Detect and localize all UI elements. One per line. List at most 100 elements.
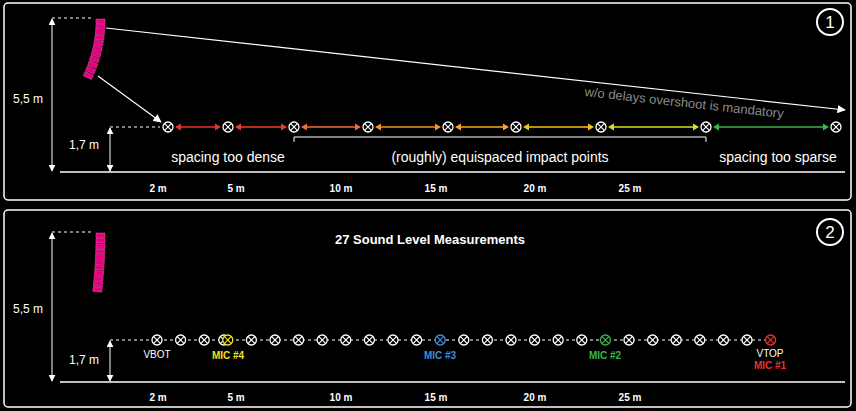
- note: w/o delays overshoot is mandatory: [584, 85, 785, 121]
- spacing-arrow: [235, 124, 287, 131]
- measure-point: [459, 335, 469, 345]
- speaker-box: [94, 271, 103, 276]
- speaker-box: [95, 260, 104, 265]
- axis-label: 15 m: [425, 392, 448, 403]
- dimension-label: 5,5 m: [13, 93, 43, 106]
- measure-point: [577, 335, 587, 345]
- measure-point: [671, 335, 681, 345]
- panel-frame: [4, 3, 851, 200]
- speaker-box: [93, 287, 102, 293]
- measure-point: [363, 122, 373, 132]
- measure-point: [742, 335, 752, 345]
- axis-label: 2 m: [149, 183, 166, 194]
- speaker-box: [96, 244, 105, 249]
- speaker-box: [96, 19, 105, 24]
- measure-point: [294, 335, 304, 345]
- speaker-box: [95, 29, 104, 34]
- measure-point: [388, 335, 398, 345]
- callout-number: 2: [825, 224, 834, 241]
- measure-point: [176, 335, 186, 345]
- spacing-arrow: [375, 124, 441, 131]
- speaker-box: [95, 35, 105, 41]
- speaker-box: [96, 233, 105, 238]
- measure-point: [718, 335, 728, 345]
- speaker-box: [94, 40, 104, 46]
- dimension-line: [110, 341, 111, 381]
- dimension-line: [52, 19, 53, 171]
- mic-label: MIC #1: [754, 360, 786, 371]
- measure-point: [600, 335, 610, 345]
- measure-point: [163, 122, 173, 132]
- panel-title: 27 Sound Level Measurements: [335, 233, 525, 247]
- note: spacing too sparse: [719, 150, 837, 165]
- spacing-arrow: [713, 124, 829, 131]
- measure-point: [511, 122, 521, 132]
- measure-point: [435, 335, 445, 345]
- spacing-arrow: [175, 124, 221, 131]
- measure-point: [530, 335, 540, 345]
- point-label: VTOP: [756, 348, 783, 359]
- bracket: [294, 137, 706, 142]
- dimension-label: 5,5 m: [13, 303, 43, 316]
- speaker-box: [93, 281, 102, 286]
- ground-line: [60, 171, 845, 173]
- mic-label: MIC #4: [212, 350, 244, 361]
- dimension-label: 1,7 m: [69, 354, 99, 367]
- dimension-line: [110, 128, 111, 171]
- axis-label: 2 m: [149, 392, 166, 403]
- mic-label: MIC #3: [424, 350, 456, 361]
- spacing-arrow: [455, 124, 509, 131]
- measure-point: [246, 335, 256, 345]
- measure-point: [270, 335, 280, 345]
- panel-number: 2: [816, 218, 844, 246]
- measure-point: [443, 122, 453, 132]
- speaker-box: [94, 276, 103, 281]
- speaker-box: [96, 238, 105, 243]
- spacing-arrow: [301, 124, 361, 131]
- speaker-box: [95, 265, 104, 270]
- measure-point: [553, 335, 563, 345]
- axis-label: 20 m: [524, 392, 547, 403]
- measure-point: [199, 335, 209, 345]
- spacing-arrow: [608, 124, 699, 131]
- measure-point: [695, 335, 705, 345]
- measure-point: [289, 122, 299, 132]
- speaker-box: [95, 254, 104, 259]
- measure-point: [223, 122, 233, 132]
- dashed-guide: [110, 127, 160, 128]
- overshoot-ray: [106, 28, 845, 110]
- axis-label: 10 m: [330, 183, 353, 194]
- measure-point: [223, 335, 233, 345]
- mic-label: MIC #2: [589, 350, 621, 361]
- panel-number: 1: [816, 8, 844, 36]
- dashed-guide: [52, 232, 92, 233]
- speaker-box: [83, 71, 93, 79]
- dimension-label: 1,7 m: [69, 139, 99, 152]
- measure-point: [152, 335, 162, 345]
- measure-point: [766, 335, 776, 345]
- axis-label: 5 m: [227, 392, 244, 403]
- note: spacing too dense: [171, 150, 285, 165]
- axis-label: 15 m: [425, 183, 448, 194]
- axis-label: 10 m: [330, 392, 353, 403]
- measure-point: [506, 335, 516, 345]
- speaker-box: [96, 249, 105, 254]
- axis-label: 25 m: [619, 183, 642, 194]
- dashed-guide: [52, 18, 92, 19]
- dimension-line: [52, 233, 53, 381]
- spacing-arrow: [523, 124, 594, 131]
- axis-label: 5 m: [227, 183, 244, 194]
- measure-point: [341, 335, 351, 345]
- measure-point: [317, 335, 327, 345]
- point-label: VBOT: [143, 349, 170, 360]
- axis-label: 20 m: [524, 183, 547, 194]
- aim-ray: [98, 76, 161, 122]
- measure-point: [701, 122, 711, 132]
- measure-point: [412, 335, 422, 345]
- note: (roughly) equispaced impact points: [391, 150, 608, 165]
- measure-point: [648, 335, 658, 345]
- panel-frame: [4, 210, 851, 407]
- measure-point: [596, 122, 606, 132]
- speaker-box: [96, 24, 105, 29]
